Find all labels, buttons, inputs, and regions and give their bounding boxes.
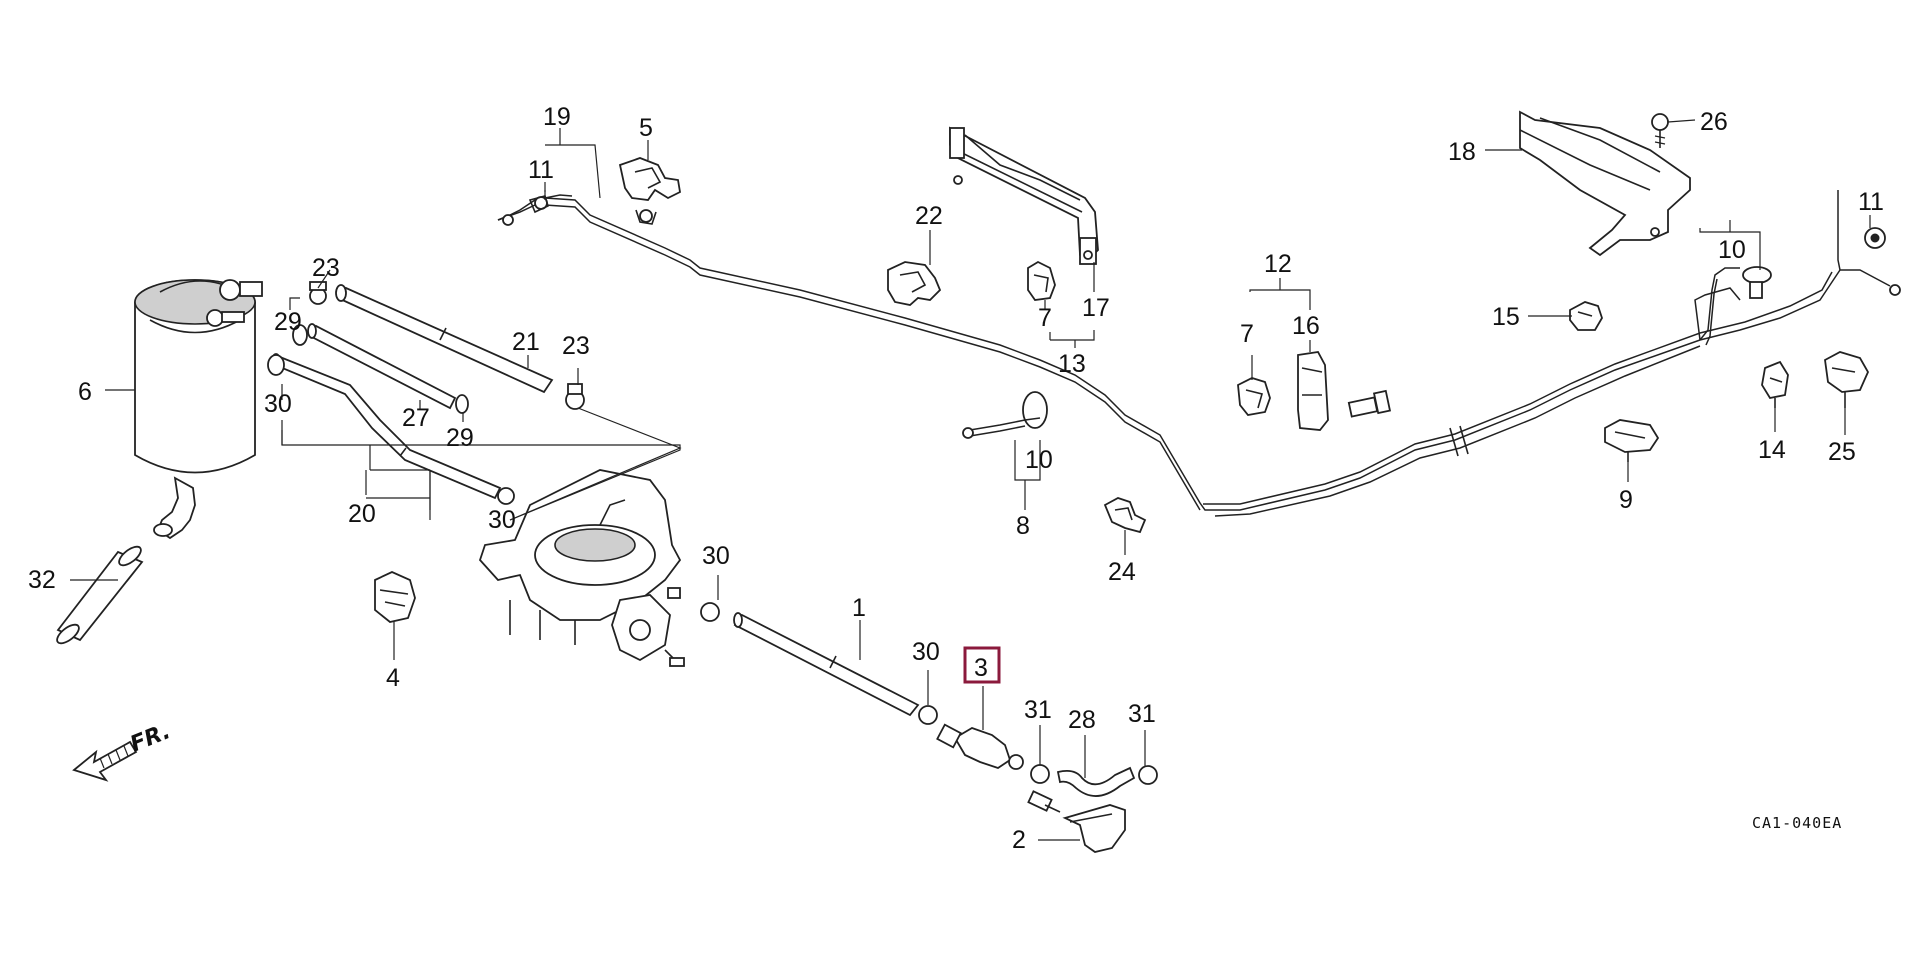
part-9-clip [1604,419,1660,462]
label-part-30-lower-left[interactable]: 30 [702,542,730,570]
label-part-31-right[interactable]: 31 [1128,700,1156,728]
part-27-hose [307,323,457,410]
part-3-valve [936,723,1024,770]
label-part-25[interactable]: 25 [1828,438,1856,466]
label-part-11-right[interactable]: 11 [1858,188,1884,216]
part-28-hose [1056,766,1136,797]
label-part-23-upper[interactable]: 23 [312,254,340,282]
label-part-31-left[interactable]: 31 [1024,696,1052,724]
part-21-hose [335,284,554,394]
label-part-19[interactable]: 19 [543,103,571,131]
label-part-27[interactable]: 27 [402,404,430,432]
part-16-bracket [1297,351,1329,431]
part-6-canister [134,279,263,540]
label-part-10-middle[interactable]: 10 [1025,446,1053,474]
label-part-3[interactable]: 3 [974,654,988,682]
label-part-22[interactable]: 22 [915,202,943,230]
label-part-6[interactable]: 6 [78,378,92,406]
part-24-clip [1103,497,1147,534]
highlight-box [963,646,1001,684]
label-part-2[interactable]: 2 [1012,826,1026,854]
label-part-4[interactable]: 4 [386,664,400,692]
label-part-7-upper[interactable]: 7 [1038,304,1052,332]
label-part-32[interactable]: 32 [28,566,56,594]
label-part-28[interactable]: 28 [1068,706,1096,734]
part-12-bolt [1347,389,1392,418]
part-1-hose [733,612,920,717]
label-part-30-left[interactable]: 30 [264,390,292,418]
label-part-20[interactable]: 20 [348,500,376,528]
label-part-16[interactable]: 16 [1292,312,1320,340]
fuel-line-assembly [497,190,1891,517]
label-part-30-mid[interactable]: 30 [488,506,516,534]
part-25-clip [1824,351,1870,408]
label-part-11-left[interactable]: 11 [528,156,554,184]
part-14-clip [1761,360,1789,408]
label-part-23-right[interactable]: 23 [562,332,590,360]
label-part-21[interactable]: 21 [512,328,540,356]
label-part-15[interactable]: 15 [1492,303,1520,331]
part-7-clip-upper [1027,260,1056,301]
label-part-7-lower[interactable]: 7 [1240,320,1254,348]
label-part-24[interactable]: 24 [1108,558,1136,586]
label-part-10-right[interactable]: 10 [1718,236,1746,264]
part-7-clip-lower [1237,377,1271,416]
leader-lines [70,119,1871,841]
front-direction-arrow: FR. [72,719,174,782]
part-23-clamp-right [565,383,585,410]
label-part-29-left[interactable]: 29 [274,308,302,336]
label-part-26[interactable]: 26 [1700,108,1728,136]
part-32-hose [56,545,144,645]
part-23-clamp-upper [309,281,327,305]
part-22-clamp [887,261,942,306]
label-part-1[interactable]: 1 [852,594,866,622]
part-29-clamp-left [292,324,308,346]
label-part-12[interactable]: 12 [1264,250,1292,278]
part-4-clip [374,571,416,623]
part-29-clamp-right [455,394,469,414]
part-11-left-fitting [497,195,549,226]
part-31-clamp-left [1030,764,1050,784]
part-2-bracket [1027,790,1126,853]
diagram-code: CA1-040EA [1752,814,1842,832]
throttle-body [478,469,685,667]
label-part-18[interactable]: 18 [1448,138,1476,166]
part-5-clamp [618,157,681,225]
label-part-30-lower-right[interactable]: 30 [912,638,940,666]
label-part-13[interactable]: 13 [1058,350,1086,378]
part-18-heat-shield [1519,110,1691,257]
part-17-bracket [949,126,1099,265]
part-15-clip [1569,301,1603,331]
label-part-17[interactable]: 17 [1082,294,1110,322]
label-part-14[interactable]: 14 [1758,436,1786,464]
part-10-clip-right [1742,266,1772,299]
part-26-screw [1651,113,1669,148]
part-30-clamp-mid [497,487,515,505]
part-30-clamp-left [267,354,285,376]
direction-label: FR. [127,719,174,757]
label-part-9[interactable]: 9 [1619,486,1633,514]
label-part-8[interactable]: 8 [1016,512,1030,540]
label-part-5[interactable]: 5 [639,114,653,142]
part-30-clamp-lower-left [700,602,720,622]
part-labels: 19 11 5 22 17 7 13 12 7 16 10 8 24 18 26… [28,103,1884,854]
part-31-clamp-right [1138,765,1158,785]
part-11-clip-right [1864,227,1901,296]
part-30-clamp-lower-right [918,705,938,725]
label-part-29-right[interactable]: 29 [446,424,474,452]
part-10-clip-middle [962,391,1048,439]
